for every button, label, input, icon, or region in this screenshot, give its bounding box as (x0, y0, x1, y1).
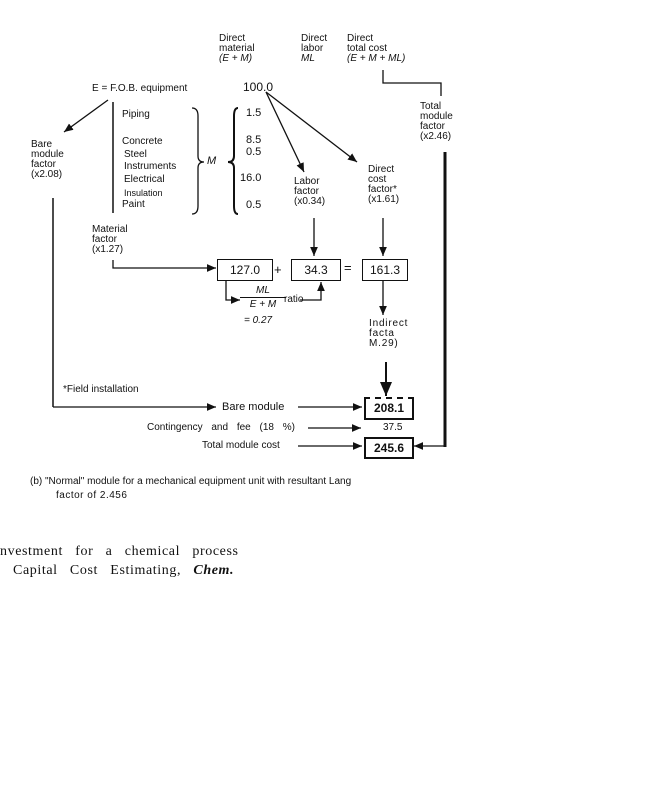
ratio-label: ratio (284, 294, 304, 305)
values-brace (227, 107, 239, 215)
indirect-factor-label: Indirect facta M.29) (369, 318, 409, 349)
fob-equipment-value: 100.0 (243, 80, 274, 94)
material-value-paint: 0.5 (246, 199, 262, 211)
bare-module-label: Bare module (222, 401, 285, 413)
labor-factor-label: Labor factor (x0.34) (294, 176, 326, 207)
header-direct-material: Direct material (E + M) (219, 33, 255, 64)
ratio-fraction: ML E + M (240, 285, 286, 310)
material-item-steel: Steel (124, 149, 147, 160)
material-item-piping: Piping (122, 109, 150, 120)
figure-caption-line1: (b) "Normal" module for a mechanical equ… (30, 476, 352, 487)
bare-module-box: 208.1 (364, 397, 414, 420)
ratio-value: = 0.27 (244, 315, 273, 326)
body-text-line2: Capital Cost Estimating, Chem. (13, 563, 235, 578)
plus-sign: + (274, 262, 282, 277)
arrow-to-bare-module-factor (63, 99, 109, 133)
materials-brace (191, 107, 205, 215)
direct-cost-factor-label: Direct cost factor* (x1.61) (368, 164, 400, 205)
footnote-field-installation: *Field installation (63, 384, 139, 395)
total-module-factor-label: Total module factor (x2.46) (420, 101, 453, 142)
total-cost-bracket (382, 70, 442, 96)
figure-caption-line2: factor of 2.456 (56, 490, 128, 501)
material-item-concrete: Concrete (122, 136, 163, 147)
direct-total-cost-box: 161.3 (362, 259, 408, 281)
equals-sign: = (344, 260, 352, 275)
material-item-electrical: Electrical (124, 174, 165, 185)
arrow-material-to-box (112, 260, 216, 272)
arrow-to-direct-cost-factor (265, 91, 358, 163)
material-factor-label: Material factor (x1.27) (92, 224, 128, 255)
arrow-to-labor-factor (265, 91, 305, 173)
materials-symbol: M (207, 155, 217, 167)
ratio-bracket-right (300, 282, 325, 301)
contingency-value: 37.5 (383, 422, 403, 433)
material-cost-box: 127.0 (217, 259, 273, 281)
ratio-bracket-left (225, 280, 240, 304)
fob-equipment-label: E = F.O.B. equipment (92, 83, 188, 94)
journal-name: Chem. (193, 563, 235, 578)
header-direct-total-cost: Direct total cost (E + M + ML) (347, 33, 406, 64)
contingency-label: Contingency and fee (18 %) (147, 422, 295, 433)
body-text-line1: nvestment for a chemical process (0, 544, 239, 559)
material-item-paint: Paint (122, 199, 145, 210)
total-module-cost-label: Total module cost (202, 440, 280, 451)
material-item-insulation: Insulation (124, 188, 163, 198)
labor-cost-box: 34.3 (291, 259, 341, 281)
material-value-piping: 1.5 (246, 107, 262, 119)
material-value-steel: 0.5 (246, 146, 262, 158)
material-item-instruments: Instruments (124, 161, 177, 172)
header-direct-labor: Direct labor ML (301, 33, 328, 64)
bare-module-factor-label: Bare module factor (x2.08) (31, 139, 64, 180)
material-value-electrical: 16.0 (240, 172, 262, 184)
material-value-concrete: 8.5 (246, 134, 262, 146)
ratio-denominator: E + M (249, 299, 277, 310)
ratio-numerator: ML (240, 285, 286, 298)
total-module-cost-box: 245.6 (364, 437, 414, 459)
